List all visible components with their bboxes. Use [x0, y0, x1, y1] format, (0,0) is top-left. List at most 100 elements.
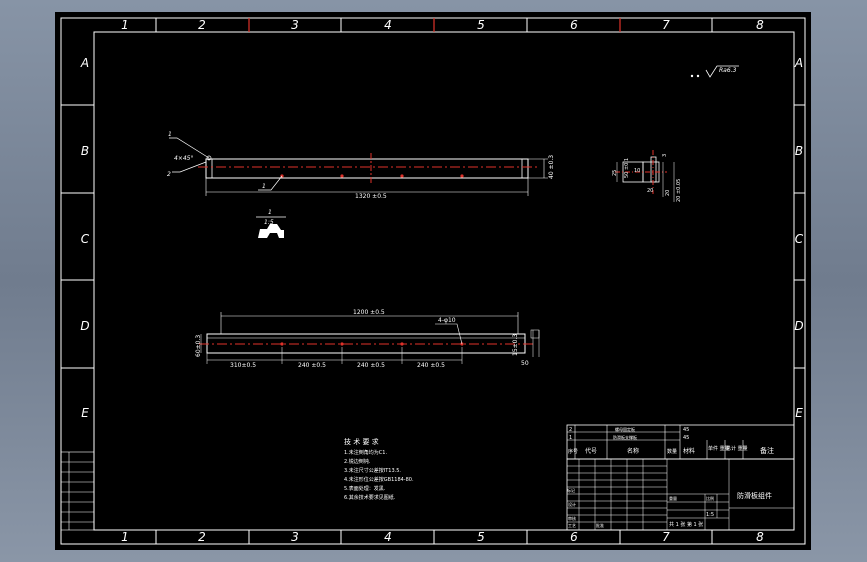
side-dim: 20 — [647, 188, 653, 194]
bom-row-name: 螺母固定板 — [615, 426, 635, 432]
column-labels-top: 1 2 3 4 5 6 7 8 — [121, 18, 764, 32]
col-label: 5 — [477, 530, 485, 544]
note-line: 5.表面处理：发黑. — [344, 485, 386, 492]
drawing-name: 防滑板组件 — [737, 491, 772, 500]
detail-scale-bottom: 1:5 — [264, 219, 274, 226]
zone-ticks — [61, 18, 805, 544]
left-stamp-table — [60, 451, 95, 531]
left-dimension: 60±0.3 — [195, 335, 202, 357]
col-label: 8 — [756, 530, 764, 544]
hole-callout: 4-φ10 — [438, 317, 456, 324]
col-label: 4 — [384, 18, 392, 32]
note-line: 3.未注尺寸公差按IT13.5. — [344, 467, 401, 474]
col-label: 6 — [570, 530, 578, 544]
row-labels-left: A B C D E — [80, 56, 90, 420]
technical-notes: 技 术 要 求 1.未注倒角均为C1. 2.锐边倒钝. 3.未注尺寸公差按IT1… — [344, 437, 414, 501]
title-label: 批准 — [596, 522, 604, 528]
col-label: 2 — [198, 18, 206, 32]
row-label: B — [795, 144, 803, 158]
angle-callout: 4×45° — [174, 155, 193, 162]
title-label: 设计 — [568, 501, 576, 507]
title-label: 工艺 — [568, 523, 576, 528]
bom-header: 备注 — [760, 446, 774, 455]
length-dimension: 1320 ±0.5 — [355, 193, 387, 200]
side-dim: 25 — [612, 170, 618, 176]
col-label: 1 — [121, 18, 129, 32]
side-dim: 3 — [662, 154, 668, 157]
col-label: 8 — [756, 18, 764, 32]
bom-header: 数量 — [667, 448, 677, 455]
row-label: B — [81, 144, 89, 158]
col-label: 1 — [121, 530, 129, 544]
row-label: D — [80, 319, 89, 333]
col-label: 2 — [198, 530, 206, 544]
row-label: D — [794, 319, 803, 333]
leader-label: 1 — [262, 183, 266, 190]
row-label: C — [81, 232, 90, 246]
leader-label: 1 — [168, 131, 172, 138]
segment-dimension: 240 ±0.5 — [298, 362, 326, 369]
bom-header: 总计 重量 — [726, 445, 748, 452]
bom-row-material: 45 — [683, 427, 689, 433]
row-label: A — [794, 56, 803, 70]
bom-row-material: 45 — [683, 435, 689, 441]
side-dim: 20 — [665, 190, 671, 196]
col-label: 3 — [291, 18, 299, 32]
row-label: E — [81, 406, 89, 420]
detail-scale-top: 1 — [268, 209, 272, 216]
note-line: 1.未注倒角均为C1. — [344, 449, 387, 456]
leader-label: 2 — [167, 171, 171, 178]
right-dimension: 50 — [521, 360, 529, 367]
side-dim: 20 ±0.05 — [676, 179, 682, 202]
segment-dimension: 240 ±0.5 — [417, 362, 445, 369]
col-label: 7 — [662, 530, 670, 544]
cad-model-viewport[interactable]: 1 2 3 4 5 6 7 8 1 2 3 4 5 6 7 8 A B C D … — [55, 12, 811, 550]
bom-header: 代号 — [585, 447, 597, 455]
col-label: 7 — [662, 18, 670, 32]
note-line: 6.其余技术要求见图纸. — [344, 494, 396, 501]
bom-header: 序号 — [568, 448, 578, 455]
center-marks — [248, 18, 621, 32]
roughness-value: Ra6.3 — [719, 67, 737, 74]
col-label: 5 — [477, 18, 485, 32]
title-block[interactable]: 标记 设计 审核 工艺 批准 重量 比例 1:5 共 1 张 第 1 张 防滑板… — [566, 458, 795, 531]
bom-row-no: 1 — [569, 435, 572, 441]
note-line: 4.未注形位公差按GB1184-80. — [344, 476, 414, 483]
bom-row-name: 防滑板支撑板 — [613, 434, 637, 440]
col-label: 4 — [384, 530, 392, 544]
title-scale: 1:5 — [706, 512, 714, 518]
side-dim: 50 ±0.1 — [624, 158, 630, 178]
inner-border — [93, 31, 795, 531]
row-label: C — [795, 232, 804, 246]
outer-border — [60, 17, 806, 545]
title-label: 比例 — [706, 495, 714, 501]
notes-title: 技 术 要 求 — [344, 437, 379, 446]
row-label: E — [795, 406, 803, 420]
roughness-symbol: Ra6.3 — [690, 65, 739, 78]
title-sheet: 共 1 张 第 1 张 — [669, 521, 703, 528]
bom-table[interactable]: 2 螺母固定板 45 1 防滑板支撑板 45 序号 代号 名称 数量 材料 单件… — [566, 424, 795, 460]
drawing-canvas[interactable]: 1 2 3 4 5 6 7 8 1 2 3 4 5 6 7 8 A B C D … — [55, 12, 811, 550]
row-labels-right: A B C D E — [794, 56, 804, 420]
bom-header: 单件 重量 — [708, 445, 730, 452]
title-label: 审核 — [568, 515, 576, 521]
note-line: 2.锐边倒钝. — [344, 458, 371, 465]
title-label: 标记 — [567, 487, 575, 493]
bom-header: 名称 — [627, 447, 639, 455]
bom-row-no: 2 — [569, 427, 572, 433]
title-label: 重量 — [669, 495, 677, 501]
col-label: 6 — [570, 18, 578, 32]
right-dimension: 15±0.3 — [512, 334, 519, 356]
segment-dimension: 310±0.5 — [230, 362, 256, 369]
section-detail: 1 1:5 — [256, 209, 286, 238]
front-view[interactable]: 1 2 1 4×45° 1320 ±0.5 40 ±0.3 — [167, 131, 555, 200]
column-labels-bottom: 1 2 3 4 5 6 7 8 — [121, 530, 764, 544]
height-dimension: 40 ±0.3 — [548, 155, 555, 179]
side-view[interactable]: 25 50 ±0.1 10 20 20 20 ±0.05 3 — [612, 150, 682, 202]
bottom-view[interactable]: 1200 ±0.5 4-φ10 310±0.5 240 ±0.5 240 ±0.… — [195, 309, 540, 369]
bom-header: 材料 — [683, 447, 695, 455]
side-dim: 10 — [634, 168, 640, 174]
row-label: A — [80, 56, 89, 70]
segment-dimension: 240 ±0.5 — [357, 362, 385, 369]
overall-dimension: 1200 ±0.5 — [353, 309, 385, 316]
